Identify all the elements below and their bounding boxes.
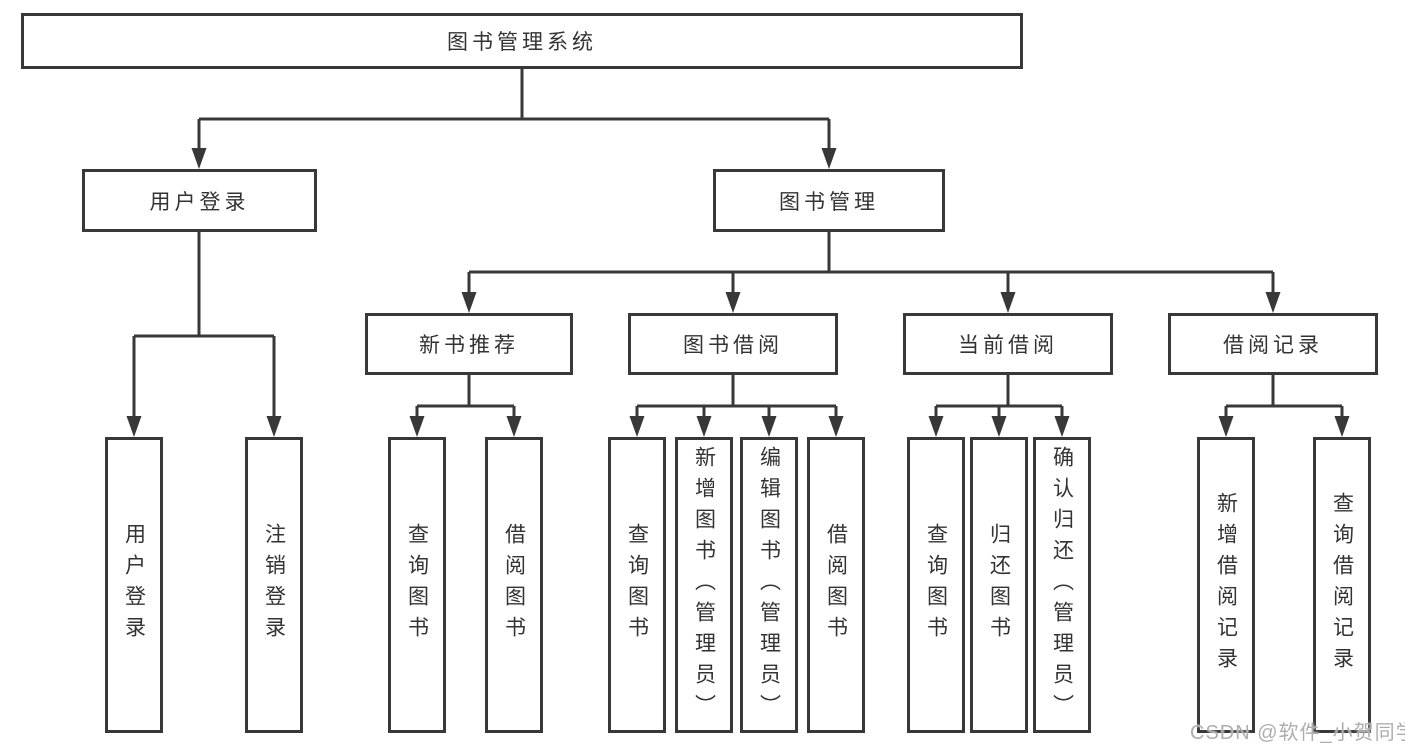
node-label: 查询图书 xyxy=(625,523,649,647)
node-label: 借阅图书 xyxy=(824,523,848,647)
node-label: 图书管理系统 xyxy=(447,31,597,54)
node-label: 查询借阅记录 xyxy=(1330,492,1354,678)
leaf-borrow-books: 借阅图书 xyxy=(807,437,865,733)
node-label: 新增图书（管理员） xyxy=(692,445,716,725)
node-label: 新增借阅记录 xyxy=(1214,492,1238,678)
node-label: 注销登录 xyxy=(262,523,286,647)
leaf-borrow-books-recommend: 借阅图书 xyxy=(485,437,543,733)
node-label: 确认归还（管理员） xyxy=(1050,445,1074,725)
leaf-query-books-current: 查询图书 xyxy=(907,437,965,733)
node-book-management: 图书管理 xyxy=(713,169,945,232)
node-label: 用户登录 xyxy=(149,190,250,214)
node-new-book-recommend: 新书推荐 xyxy=(365,313,573,375)
node-user-login: 用户登录 xyxy=(82,169,317,232)
leaf-logout-login: 注销登录 xyxy=(245,437,303,733)
node-label: 图书管理 xyxy=(779,190,879,214)
leaf-add-books-admin: 新增图书（管理员） xyxy=(675,437,733,733)
node-label: 当前借阅 xyxy=(958,334,1058,357)
leaf-query-books-recommend: 查询图书 xyxy=(388,437,446,733)
leaf-query-books-borrowing: 查询图书 xyxy=(608,437,666,733)
node-label: 用户登录 xyxy=(122,523,146,647)
node-current-borrowing: 当前借阅 xyxy=(903,313,1113,375)
node-book-borrowing: 图书借阅 xyxy=(628,313,838,375)
node-label: 编辑图书（管理员） xyxy=(757,445,781,725)
node-label: 图书借阅 xyxy=(683,334,783,357)
leaf-add-borrow-record: 新增借阅记录 xyxy=(1197,437,1255,733)
leaf-return-books: 归还图书 xyxy=(970,437,1028,733)
node-borrowing-records: 借阅记录 xyxy=(1168,313,1378,375)
leaf-edit-books-admin: 编辑图书（管理员） xyxy=(740,437,798,733)
leaf-confirm-return-admin: 确认归还（管理员） xyxy=(1033,437,1091,733)
node-label: 借阅图书 xyxy=(502,523,526,647)
leaf-user-login: 用户登录 xyxy=(105,437,163,733)
node-label: 新书推荐 xyxy=(419,334,519,357)
node-label: 借阅记录 xyxy=(1223,334,1323,357)
node-library-management-system: 图书管理系统 xyxy=(21,13,1023,69)
node-label: 查询图书 xyxy=(405,523,429,647)
csdn-watermark: CSDN @软件_小贺同学 xyxy=(1190,722,1405,744)
node-label: 归还图书 xyxy=(987,523,1011,647)
leaf-query-borrow-record: 查询借阅记录 xyxy=(1313,437,1371,733)
node-label: 查询图书 xyxy=(924,523,948,647)
